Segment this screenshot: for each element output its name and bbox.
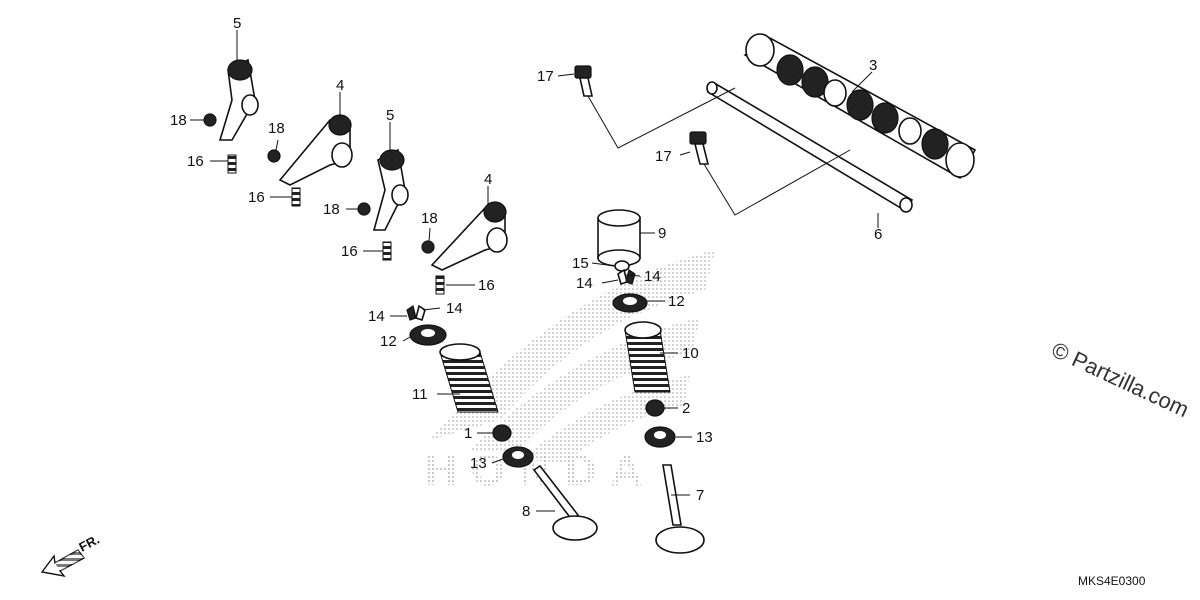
valve-cotter-14-right [617,268,636,286]
shim-15 [614,260,630,272]
callout-label: 14 [368,308,385,325]
callout-label: 4 [484,171,492,188]
lock-nut-18-d [421,240,435,254]
callout-label: 4 [336,77,344,94]
stem-seal-1 [492,424,512,442]
diagram-code: MKS4E0300 [1078,574,1146,588]
callout-label: 14 [644,268,661,285]
rocker-arm-5-left [218,58,259,141]
front-indicator: FR. [40,532,102,578]
callout-label: 18 [323,201,340,218]
lock-nut-18-c [357,202,371,216]
intake-valve-8 [532,464,598,541]
adjusting-screw-16-a [227,154,237,174]
lock-nut-18-a [203,113,217,127]
callout-labels: 5 4 5 4 18 18 18 18 16 16 16 16 14 14 14… [170,15,882,520]
valve-spring-11 [439,343,499,413]
callout-label: 2 [682,400,690,417]
callout-label: 8 [522,503,530,520]
callout-label: 14 [576,275,593,292]
callout-label: 12 [380,333,397,350]
adjusting-screw-16-d [435,275,445,295]
callout-label: 7 [696,487,704,504]
bolt-17-lower [689,131,710,165]
callout-label: 18 [170,112,187,129]
callout-label: 11 [412,386,428,403]
rocker-arm-5-right [372,148,409,231]
callout-label: 3 [869,57,877,74]
callout-label: 16 [248,189,265,206]
callout-label: 15 [572,255,589,272]
callout-label: 6 [874,226,882,243]
rocker-arm-4-right [430,201,508,271]
callout-label: 16 [187,153,204,170]
callout-label: 1 [464,425,472,442]
spring-retainer-12-left [409,324,447,346]
valve-cotter-14-left [406,304,426,322]
callout-label: 12 [668,293,685,310]
callout-label: 17 [655,148,672,165]
rocker-arm-4-left [278,114,353,186]
adjusting-screw-16-b [291,187,301,207]
spring-seat-13-right [644,426,676,448]
callout-label: 16 [478,277,495,294]
stem-seal-2 [645,399,665,417]
leader-lines [190,30,879,512]
bolt-17-upper [574,65,593,97]
callout-label: 5 [386,107,394,124]
lock-nut-18-b [267,149,281,163]
adjusting-screw-16-c [382,241,392,261]
spring-retainer-12-right [612,293,648,313]
callout-label: 18 [268,120,285,137]
valve-spring-10 [624,321,671,393]
callout-label: 18 [421,210,438,227]
callout-label: 13 [470,455,487,472]
camshaft [743,33,977,180]
callout-label: 9 [658,225,666,242]
exhaust-valve-7 [655,464,705,554]
spring-seat-13-left [502,446,534,468]
callout-label: 16 [341,243,358,260]
callout-label: 10 [682,345,699,362]
callout-label: 13 [696,429,713,446]
shim-9 [597,209,641,267]
callout-label: 17 [537,68,554,85]
callout-label: 5 [233,15,241,32]
callout-label: 14 [446,300,463,317]
front-indicator-label: FR. [76,532,102,555]
rocker-shaft [706,81,914,213]
copyright-watermark: © Partzilla.com [1048,337,1193,422]
